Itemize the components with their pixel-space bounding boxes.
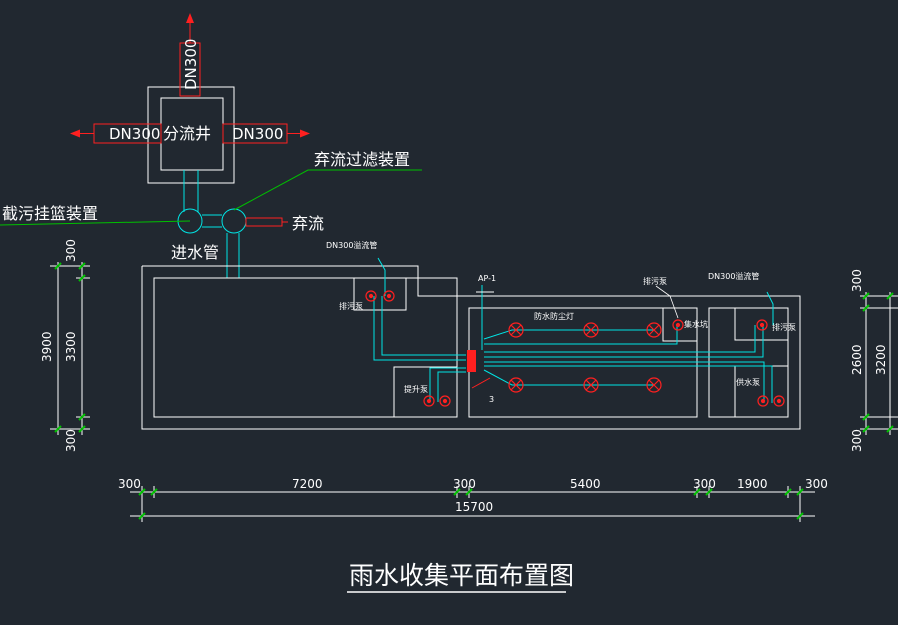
pipe-left: DN300 xyxy=(70,123,162,144)
tank-outline xyxy=(141,265,801,430)
pump-icon xyxy=(423,395,435,407)
lamp-icon xyxy=(583,322,599,338)
interior-pipes xyxy=(373,257,774,403)
pipe-top: DN300 xyxy=(179,13,201,97)
lamp-label: 防水防尘灯 xyxy=(534,311,574,321)
num-3-label: 3 xyxy=(489,395,494,404)
small-labels: DN300溢流管 DN300溢流管 排污泵 排污泵 排污泵 提升泵 供水泵 集水… xyxy=(326,240,796,394)
dim-left-a: 300 xyxy=(64,239,78,262)
supply-pump-label: 供水泵 xyxy=(736,377,760,387)
dim-right-total: 3200 xyxy=(874,344,888,375)
pump-icon xyxy=(365,290,377,302)
dim-bottom-5: 1900 xyxy=(737,477,768,491)
discard-filter-label: 弃流过滤装置 xyxy=(314,150,410,169)
pump-icon xyxy=(672,319,684,331)
drawing-title: 雨水收集平面布置图 xyxy=(349,561,574,590)
dimension-ticks xyxy=(54,262,894,520)
basket-label: 截污挂篮装置 xyxy=(2,204,98,223)
pipe-right: DN300 xyxy=(222,123,310,144)
overflow-label-2: DN300溢流管 xyxy=(708,271,759,281)
dimension-text: 300 7200 300 5400 300 1900 300 15700 300… xyxy=(40,239,888,514)
pump-icon xyxy=(773,395,785,407)
ap-label: AP-1 xyxy=(478,274,496,283)
sewage-pump-label-2: 排污泵 xyxy=(643,276,667,286)
lamp-icon xyxy=(646,377,662,393)
lamp-icon xyxy=(646,322,662,338)
sewage-pump-2-leader xyxy=(655,285,679,319)
dim-left-b: 3300 xyxy=(64,331,78,362)
dim-total: 15700 xyxy=(455,500,493,514)
dim-right-a: 300 xyxy=(850,269,864,292)
lamp-icon xyxy=(583,377,599,393)
dn-left-label: DN300 xyxy=(109,125,160,143)
dim-right-c: 300 xyxy=(850,429,864,452)
ap-panel xyxy=(467,350,476,372)
discard-pipe xyxy=(245,217,288,227)
sewage-pump-label-1: 排污泵 xyxy=(339,301,363,311)
dn-top-label: DN300 xyxy=(182,39,200,90)
split-well-label: 分流井 xyxy=(163,124,211,143)
pump-icon xyxy=(756,319,768,331)
dim-bottom-3: 5400 xyxy=(570,477,601,491)
pumps xyxy=(365,290,785,407)
pump-icon xyxy=(757,395,769,407)
lamp-icon xyxy=(508,377,524,393)
dim-bottom-4: 300 xyxy=(693,477,716,491)
sewage-pump-label-3: 排污泵 xyxy=(772,322,796,332)
lamp-icon xyxy=(508,322,524,338)
overflow-label-1: DN300溢流管 xyxy=(326,240,377,250)
lift-pump-label: 提升泵 xyxy=(404,384,428,394)
pump-icon xyxy=(439,395,451,407)
discard-label: 弃流 xyxy=(292,214,324,233)
sump-label: 集水坑 xyxy=(684,319,708,329)
dim-bottom-0: 300 xyxy=(118,477,141,491)
dim-bottom-1: 7200 xyxy=(292,477,323,491)
dim-left-c: 300 xyxy=(64,429,78,452)
dim-right-b: 2600 xyxy=(850,344,864,375)
dim-bottom-2: 300 xyxy=(453,477,476,491)
lamp-3-leader xyxy=(471,377,491,389)
lamps xyxy=(508,322,662,393)
dn-right-label: DN300 xyxy=(232,125,283,143)
dim-left-total: 3900 xyxy=(40,331,54,362)
inlet-label: 进水管 xyxy=(171,243,219,262)
pump-icon xyxy=(383,290,395,302)
dim-bottom-6: 300 xyxy=(805,477,828,491)
leader-lines xyxy=(0,169,422,226)
